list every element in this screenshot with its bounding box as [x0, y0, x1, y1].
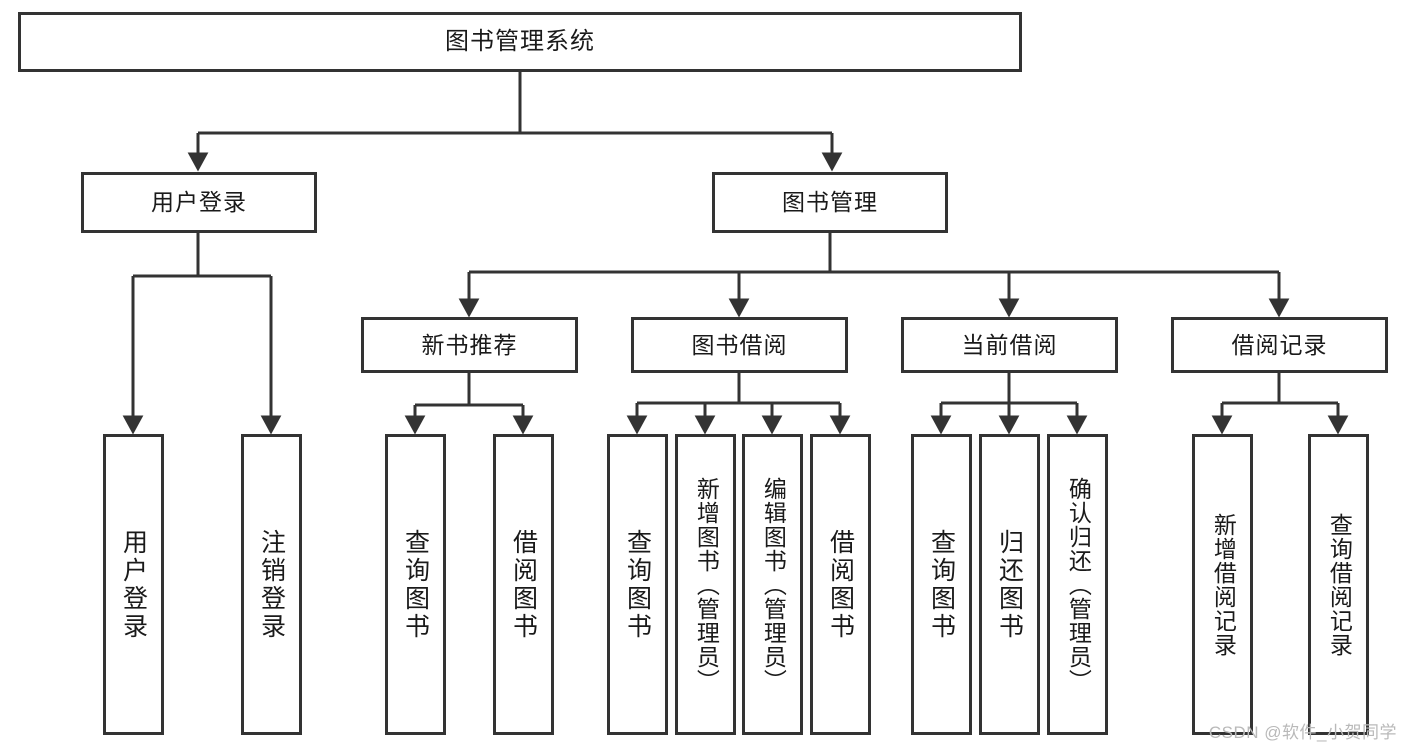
leaf-label: 查询借阅记录: [1326, 512, 1353, 657]
node-current-borrow[interactable]: 当前借阅: [901, 317, 1118, 373]
leaf-label: 确认归还（管理员）: [1065, 476, 1092, 693]
leaf-book-borrow-borrow[interactable]: 借阅图书: [810, 434, 871, 735]
leaf-user-login-logout[interactable]: 注销登录: [241, 434, 302, 735]
node-user-login[interactable]: 用户登录: [81, 172, 317, 233]
leaf-label: 借阅图书: [509, 528, 538, 641]
leaf-current-borrow-return[interactable]: 归还图书: [979, 434, 1040, 735]
leaf-label: 新增图书（管理员）: [693, 476, 720, 693]
node-book-borrow[interactable]: 图书借阅: [631, 317, 848, 373]
node-new-book-recommend[interactable]: 新书推荐: [361, 317, 578, 373]
node-label: 借阅记录: [1231, 331, 1328, 358]
leaf-label: 注销登录: [257, 528, 286, 641]
leaf-book-borrow-add[interactable]: 新增图书（管理员）: [675, 434, 736, 735]
leaf-new-book-borrow[interactable]: 借阅图书: [493, 434, 554, 735]
leaf-borrow-records-query[interactable]: 查询借阅记录: [1308, 434, 1369, 735]
node-label: 图书管理: [782, 189, 878, 216]
leaf-label: 查询图书: [927, 528, 956, 641]
leaf-label: 归还图书: [995, 528, 1024, 641]
node-label: 新书推荐: [421, 331, 518, 358]
leaf-label: 新增借阅记录: [1210, 512, 1237, 657]
node-root-system[interactable]: 图书管理系统: [18, 12, 1022, 72]
leaf-book-borrow-edit[interactable]: 编辑图书（管理员）: [742, 434, 803, 735]
leaf-current-borrow-query[interactable]: 查询图书: [911, 434, 972, 735]
watermark-text: CSDN @软件_小贺同学: [1208, 723, 1397, 742]
leaf-new-book-query[interactable]: 查询图书: [385, 434, 446, 735]
leaf-label: 借阅图书: [826, 528, 855, 641]
node-label: 用户登录: [151, 189, 247, 216]
node-borrow-records[interactable]: 借阅记录: [1171, 317, 1388, 373]
leaf-current-borrow-confirm-return[interactable]: 确认归还（管理员）: [1047, 434, 1108, 735]
node-book-management[interactable]: 图书管理: [712, 172, 948, 233]
leaf-borrow-records-add[interactable]: 新增借阅记录: [1192, 434, 1253, 735]
leaf-label: 用户登录: [119, 528, 148, 641]
leaf-user-login-login[interactable]: 用户登录: [103, 434, 164, 735]
node-label: 图书管理系统: [445, 28, 595, 56]
leaf-label: 查询图书: [401, 528, 430, 641]
leaf-label: 查询图书: [623, 528, 652, 641]
leaf-label: 编辑图书（管理员）: [760, 476, 787, 693]
leaf-book-borrow-query[interactable]: 查询图书: [607, 434, 668, 735]
node-label: 图书借阅: [691, 331, 788, 358]
node-label: 当前借阅: [961, 331, 1058, 358]
